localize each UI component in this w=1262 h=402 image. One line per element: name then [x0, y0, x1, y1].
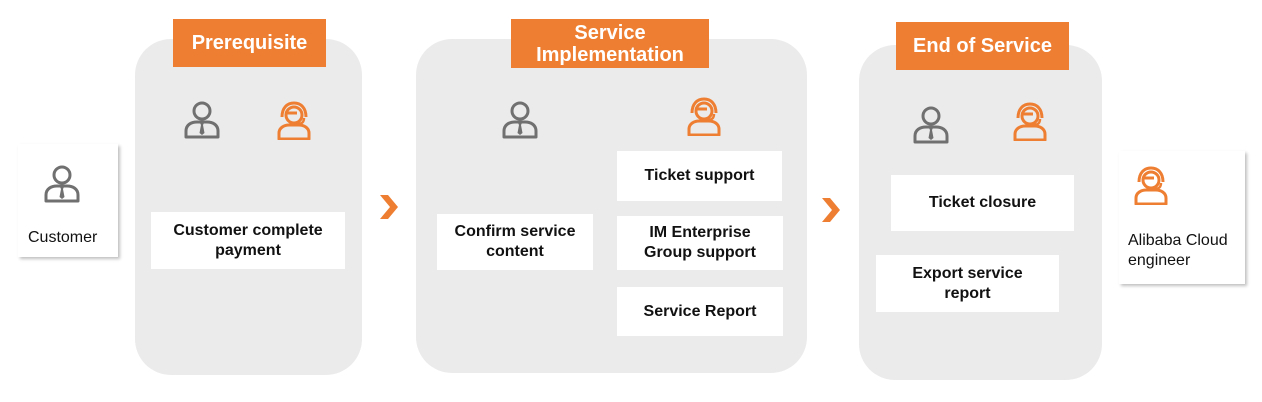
customer-icon [911, 105, 951, 145]
engineer-headset-icon [1010, 101, 1050, 141]
step-im-enterprise-group-support: IM Enterprise Group support [617, 216, 783, 270]
step-ticket-closure: Ticket closure [891, 175, 1074, 231]
step-export-service-report: Export service report [876, 255, 1059, 312]
stage-end-of-service-title: End of Service [896, 22, 1069, 70]
customer-icon [182, 100, 222, 140]
stage-prerequisite-title: Prerequisite [173, 19, 326, 67]
stage-prerequisite-panel [135, 39, 362, 375]
customer-icon [500, 100, 540, 140]
chevron-right-icon [378, 195, 398, 219]
customer-card: Customer [18, 144, 118, 257]
step-ticket-support: Ticket support [617, 151, 782, 201]
stage-service-implementation-title: Service Implementation [511, 19, 709, 68]
engineer-headset-icon [684, 96, 724, 136]
chevron-right-icon [820, 198, 840, 222]
step-service-report: Service Report [617, 287, 783, 336]
engineer-card: Alibaba Cloud engineer [1119, 151, 1245, 284]
step-confirm-service-content: Confirm service content [437, 214, 593, 270]
customer-icon [42, 164, 82, 204]
engineer-label: Alibaba Cloud engineer [1128, 232, 1228, 269]
customer-label: Customer [28, 229, 98, 246]
engineer-headset-icon [1131, 165, 1171, 205]
step-customer-complete-payment: Customer complete payment [151, 212, 345, 269]
engineer-headset-icon [274, 100, 314, 140]
